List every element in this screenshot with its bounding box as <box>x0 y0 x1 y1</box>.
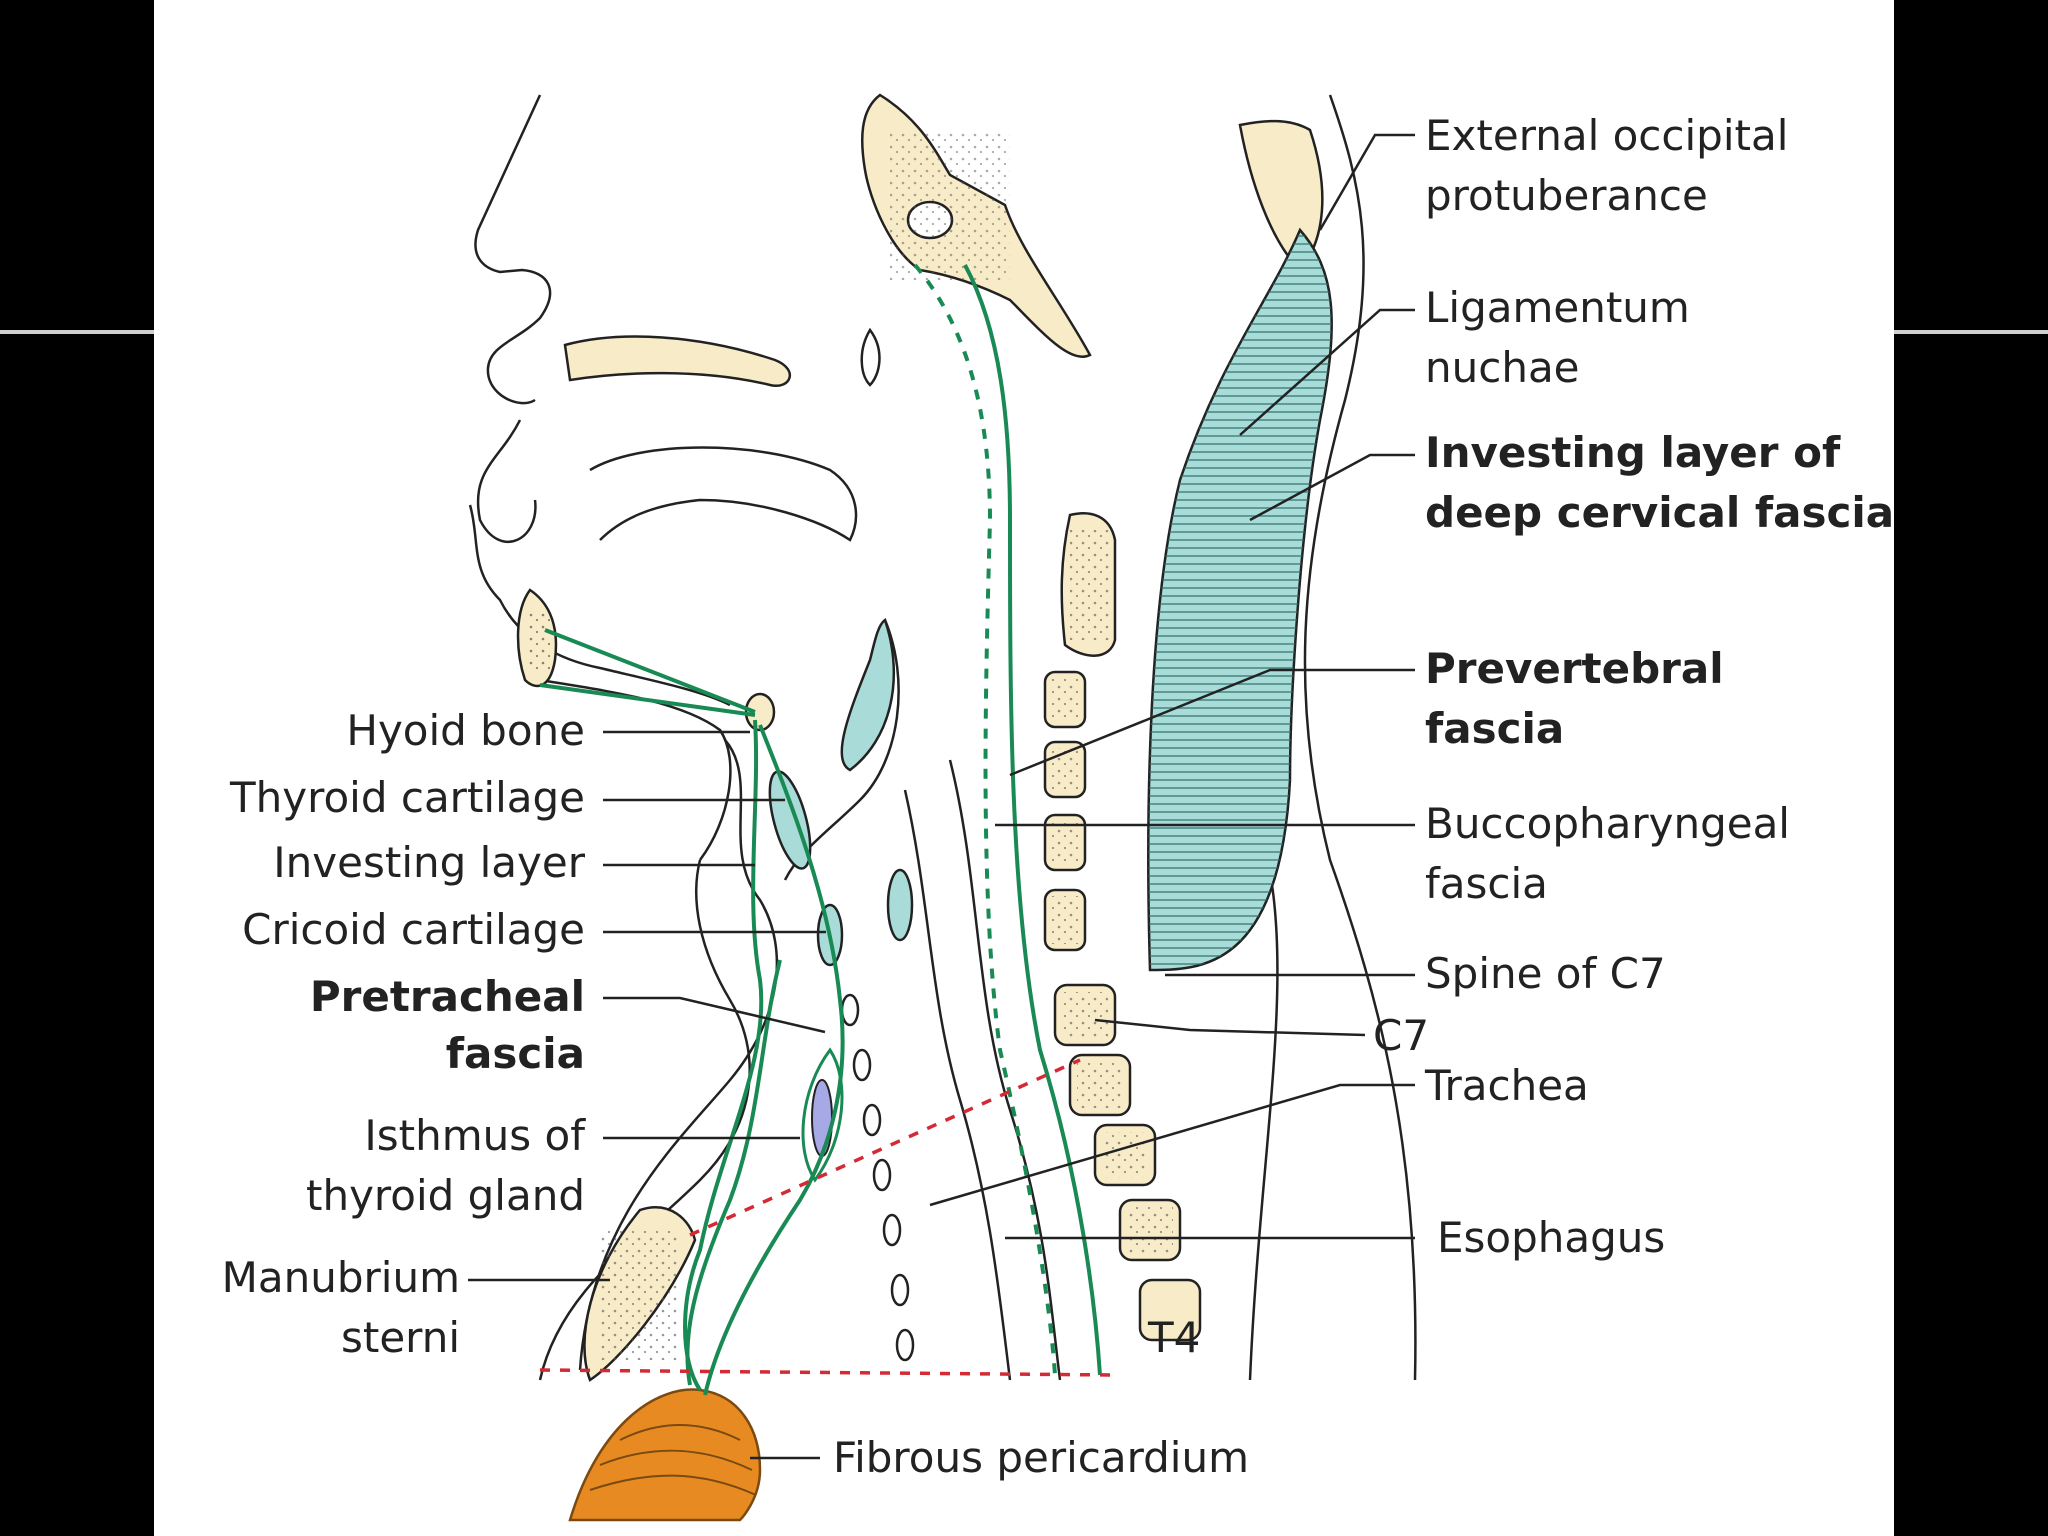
label-pretracheal-line1: Pretracheal <box>310 972 585 1021</box>
label-buccopharyngeal-line1: Buccopharyngeal <box>1425 799 1790 848</box>
label-hyoid-bone: Hyoid bone <box>346 706 585 755</box>
label-trachea: Trachea <box>1424 1061 1589 1110</box>
esophagus-wall-back <box>948 759 1062 1381</box>
pretracheal-inner-line <box>685 959 782 1386</box>
posterior-neck-skin <box>1303 94 1417 1381</box>
hard-palate <box>563 335 792 388</box>
label-manubrium-line2: sterni <box>341 1313 460 1362</box>
left-black-bar <box>0 0 154 322</box>
uvula <box>860 327 881 387</box>
fibrous-pericardium <box>568 1388 762 1522</box>
suprahyoid-fascia-upper <box>544 628 756 714</box>
label-isthmus-line1: Isthmus of <box>364 1111 586 1160</box>
label-isthmus-line2: thyroid gland <box>306 1171 585 1220</box>
label-ext-occipital-line2: protuberance <box>1425 171 1708 220</box>
pretracheal-fascia-line <box>703 724 845 1396</box>
fascia-lines <box>539 263 1102 1396</box>
label-investing-layer: Investing layer <box>273 838 585 887</box>
face-profile <box>468 94 731 707</box>
label-cricoid-cartilage: Cricoid cartilage <box>242 905 585 954</box>
left-divider-line <box>0 330 154 334</box>
right-divider-line <box>1894 330 2048 334</box>
label-lig-nuchae-line2: nuchae <box>1425 343 1580 392</box>
label-prevertebral-line2: fascia <box>1425 704 1564 753</box>
right-black-bar <box>1894 0 2048 322</box>
label-investing-deep-line1: Investing layer of <box>1425 428 1841 477</box>
jaw-line <box>539 678 732 861</box>
prevertebral-fascia-line <box>963 264 1102 1376</box>
leader-lines <box>468 133 1415 1460</box>
left-labels: Hyoid bone Thyroid cartilage Investing l… <box>222 706 1249 1482</box>
esophagus-wall-front <box>903 789 1012 1381</box>
label-thyroid-cartilage: Thyroid cartilage <box>229 773 585 822</box>
label-spine-c7: Spine of C7 <box>1425 949 1666 998</box>
label-c7: C7 <box>1373 1011 1429 1060</box>
label-prevertebral-line1: Prevertebral <box>1425 644 1724 693</box>
label-esophagus: Esophagus <box>1437 1213 1665 1262</box>
label-fibrous-pericardium: Fibrous pericardium <box>833 1433 1249 1482</box>
label-buccopharyngeal-line2: fascia <box>1425 859 1548 908</box>
oral-cavity-outline <box>589 446 858 542</box>
label-ext-occipital-line1: External occipital <box>1425 111 1788 160</box>
label-manubrium-line1: Manubrium <box>222 1253 460 1302</box>
label-investing-deep-line2: deep cervical fascia <box>1425 488 1894 537</box>
arytenoid-cartilage <box>886 868 914 942</box>
reference-dashed-lines <box>539 1058 1116 1377</box>
right-labels: External occipital protuberance Ligament… <box>1147 111 1894 1362</box>
label-lig-nuchae-line1: Ligamentum <box>1425 283 1690 332</box>
suprahyoid-fascia-lower <box>539 683 756 717</box>
tracheal-rings <box>840 993 915 1362</box>
epiglottis <box>840 617 896 772</box>
label-t4: T4 <box>1147 1313 1200 1362</box>
investing-layer-line <box>683 719 764 1392</box>
label-pretracheal-line2: fascia <box>446 1029 585 1078</box>
